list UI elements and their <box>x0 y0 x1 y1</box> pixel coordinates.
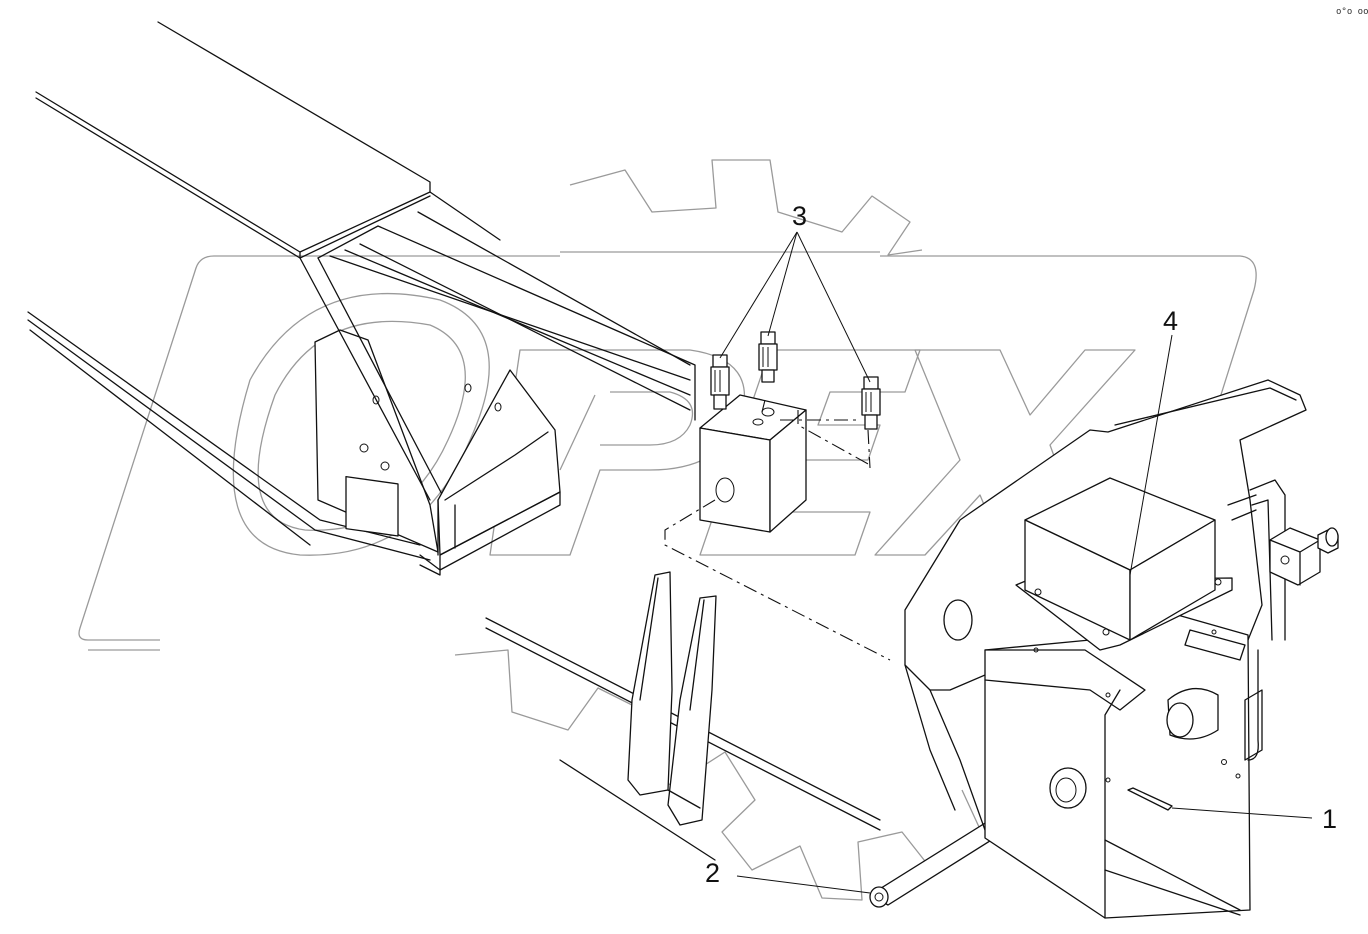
fork-plates <box>485 571 881 861</box>
side-bracket <box>1269 527 1321 586</box>
callout-label-1: 1 <box>1322 804 1337 834</box>
fitting-right <box>861 376 881 430</box>
boom-end-box <box>437 369 561 556</box>
boom-arm <box>27 21 696 576</box>
watermark-letter-e <box>699 349 921 556</box>
callout-1: 1 <box>1171 804 1337 834</box>
callout-label-3: 3 <box>792 201 807 231</box>
callout-4: 4 <box>1129 306 1178 576</box>
callout-3: 3 <box>719 201 871 383</box>
side-plate <box>984 609 1251 919</box>
valve-block-cover <box>1015 477 1233 651</box>
fitting-left <box>710 354 730 410</box>
callout-label-4: 4 <box>1163 306 1178 336</box>
watermark-letter-o <box>232 293 490 556</box>
boom-mounting-plate <box>345 475 399 537</box>
callout-label-2: 2 <box>705 858 720 888</box>
cotter-pin <box>1127 787 1173 811</box>
corner-mark: o°o ooo <box>1336 7 1368 17</box>
hydraulic-fittings <box>710 331 881 430</box>
fitting-middle <box>758 331 778 383</box>
valve-block <box>664 394 891 661</box>
watermark-gear <box>454 159 986 901</box>
callout-2: 2 <box>705 858 871 894</box>
